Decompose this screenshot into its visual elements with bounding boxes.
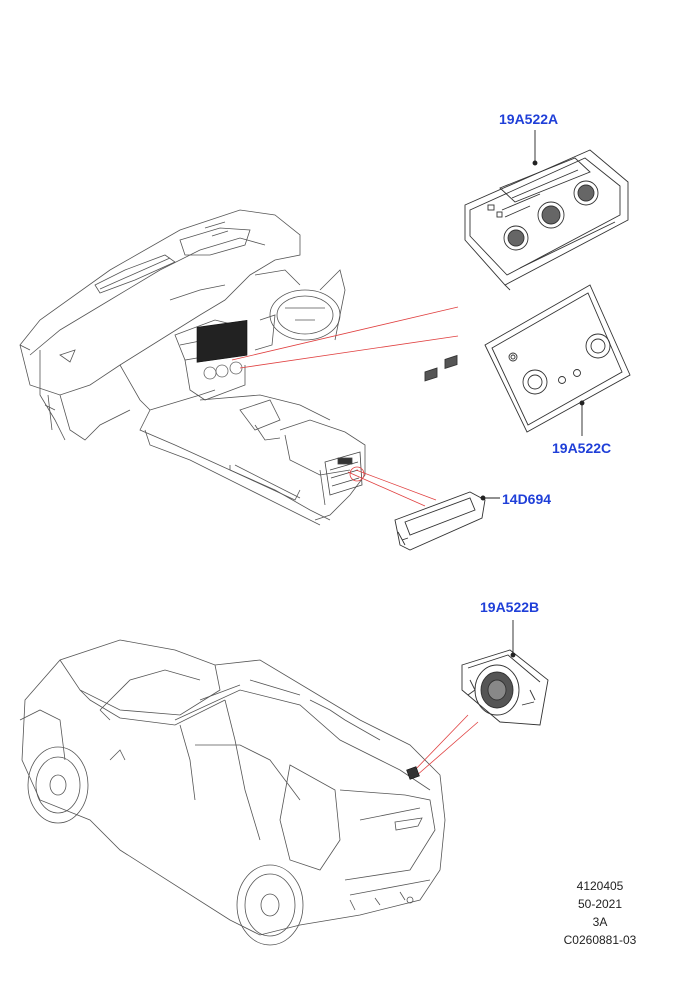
dashboard-interior-illustration bbox=[19, 209, 366, 526]
leader-part-d bbox=[480, 495, 500, 501]
climate-control-panel-a bbox=[464, 149, 629, 291]
reference-date: 50-2021 bbox=[577, 897, 623, 911]
rear-sensor-location bbox=[406, 766, 420, 780]
reference-block: 4120405 50-2021 3A C0260881-03 bbox=[555, 877, 645, 949]
red-leader-lines-upper bbox=[231, 306, 459, 507]
part-label-19a522c: 19A522C bbox=[552, 440, 612, 456]
leader-part-c bbox=[579, 400, 585, 436]
suv-exterior-illustration bbox=[19, 639, 446, 946]
reference-revision: 3A bbox=[592, 915, 608, 929]
center-console-screen bbox=[196, 319, 248, 380]
part-label-14d694: 14D694 bbox=[502, 491, 552, 507]
control-panel-c bbox=[484, 284, 631, 433]
rear-switch-module bbox=[394, 354, 486, 551]
rotary-control-panel-b bbox=[461, 649, 549, 726]
rear-console-vent bbox=[324, 451, 363, 496]
reference-number: 4120405 bbox=[576, 879, 624, 893]
leader-part-a bbox=[532, 130, 538, 166]
red-leader-lines-lower bbox=[412, 714, 479, 777]
leader-part-b bbox=[510, 620, 516, 658]
part-label-19a522a: 19A522A bbox=[499, 111, 559, 127]
reference-code: C0260881-03 bbox=[563, 933, 637, 947]
part-label-19a522b: 19A522B bbox=[480, 599, 540, 615]
